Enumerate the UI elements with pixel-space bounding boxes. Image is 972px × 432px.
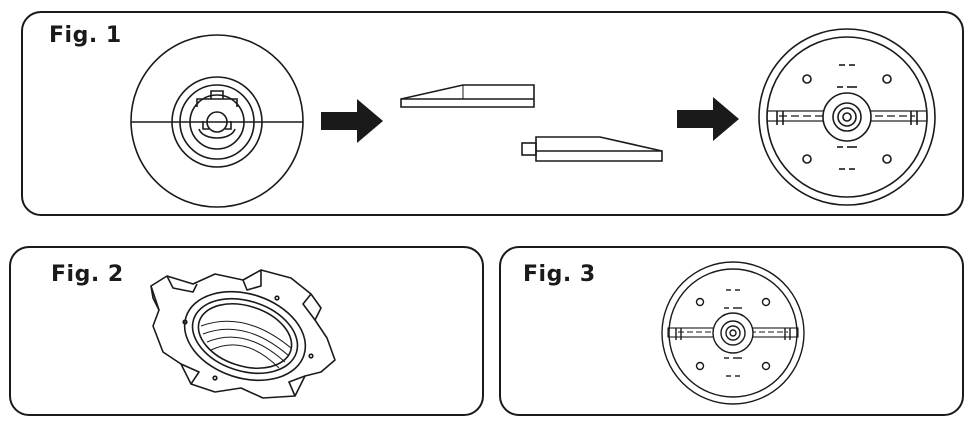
wedge-shim-bottom — [521, 136, 663, 162]
assembled-disc-small — [661, 261, 805, 405]
right-arrow-icon — [677, 97, 739, 141]
assembled-disc — [758, 28, 936, 206]
threaded-lock-ring — [150, 269, 336, 399]
disc-front-view — [130, 34, 304, 208]
figure-2-panel: Fig. 2 — [9, 246, 484, 416]
figure-3-panel: Fig. 3 — [499, 246, 964, 416]
wedge-shim-top — [400, 84, 535, 108]
figure-3-label: Fig. 3 — [523, 262, 596, 287]
right-arrow-icon — [321, 99, 383, 143]
figure-1-panel: Fig. 1 — [21, 11, 964, 216]
figure-1-label: Fig. 1 — [49, 23, 122, 48]
figure-2-label: Fig. 2 — [51, 262, 124, 287]
